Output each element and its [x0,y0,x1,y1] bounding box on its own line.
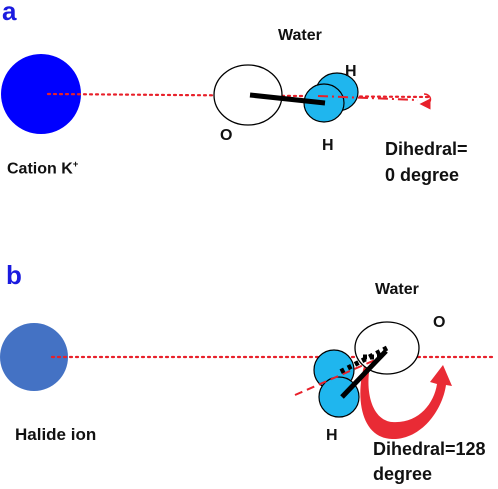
h-label-b: H [326,427,338,444]
cation-label: Cation K+ [7,160,78,177]
water-title-a: Water [278,27,322,44]
oh-bond-b-solid [340,349,388,399]
oh-bond-a [249,92,326,106]
rotation-arrow-a [419,93,432,110]
oxygen-atom-a [213,64,283,126]
cation-charge: + [72,159,79,170]
dihedral-label-a-line1: Dihedral= [385,139,468,159]
h-label-a-bottom: H [322,137,334,154]
panel-letter-a: a [2,0,17,26]
dihedral-label-b-line2: degree [373,464,433,484]
dihedral-dashed-line-b [294,359,376,396]
oh-bond-b-dotted [338,345,389,375]
h-label-a-top: H [345,63,357,80]
oxygen-label-a: O [220,127,233,144]
water-title-b: Water [375,281,419,298]
dihedral-label-b-line1: Dihedral=128 [373,439,486,459]
dihedral-dashdot-line-a [317,95,419,101]
dihedral-label-a-line2: 0 degree [385,165,460,185]
halide-ion-label: Halide ion [15,425,97,444]
curved-rotation-arrow [360,365,452,440]
cation-label-text: Cation K [7,160,73,178]
panel-letter-b: b [6,260,22,290]
cation-k-sphere [1,54,81,134]
oxygen-label-b: O [433,314,446,331]
halide-ion-sphere [0,323,68,391]
